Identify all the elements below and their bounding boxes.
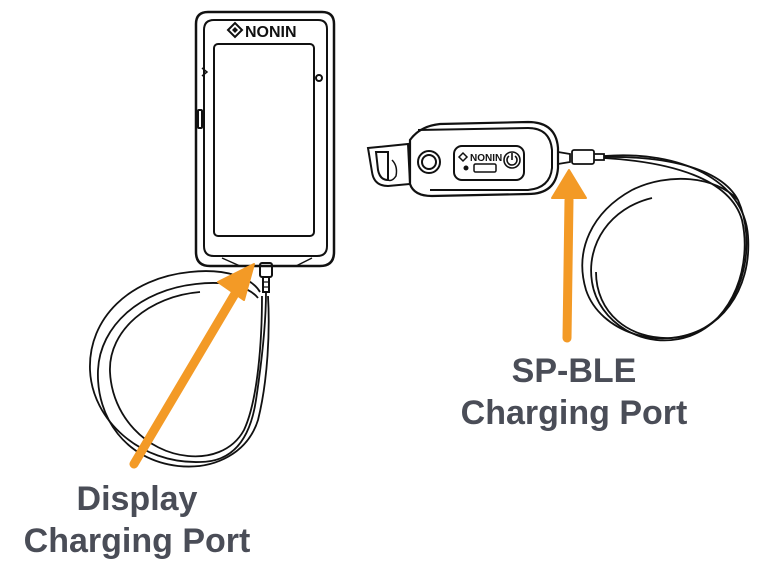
usb-connector-icon bbox=[259, 262, 273, 293]
spble-label-line-2: Charging Port bbox=[460, 394, 688, 432]
display-label-line-2: Charging Port bbox=[23, 522, 251, 560]
usb-connector-icon bbox=[557, 149, 605, 165]
power-icon bbox=[503, 151, 521, 169]
display-device bbox=[194, 10, 336, 268]
display-charging-port-label: Display Charging Port bbox=[22, 478, 252, 562]
spble-label-line-1: SP-BLE bbox=[511, 352, 637, 390]
display-port-arrow bbox=[129, 263, 255, 469]
display-label-line-1: Display bbox=[76, 480, 198, 518]
sensor-brand-text: NONIN bbox=[470, 153, 502, 164]
display-brand-text: NONIN bbox=[245, 24, 297, 41]
spble-charging-port-label: SP-BLE Charging Port bbox=[458, 350, 690, 434]
display-cable bbox=[89, 270, 270, 468]
nonin-logo-icon bbox=[457, 151, 469, 163]
spble-sensor bbox=[366, 120, 560, 198]
nonin-logo-icon bbox=[226, 21, 244, 39]
spble-cable bbox=[581, 154, 750, 342]
spble-port-arrow bbox=[551, 169, 587, 343]
